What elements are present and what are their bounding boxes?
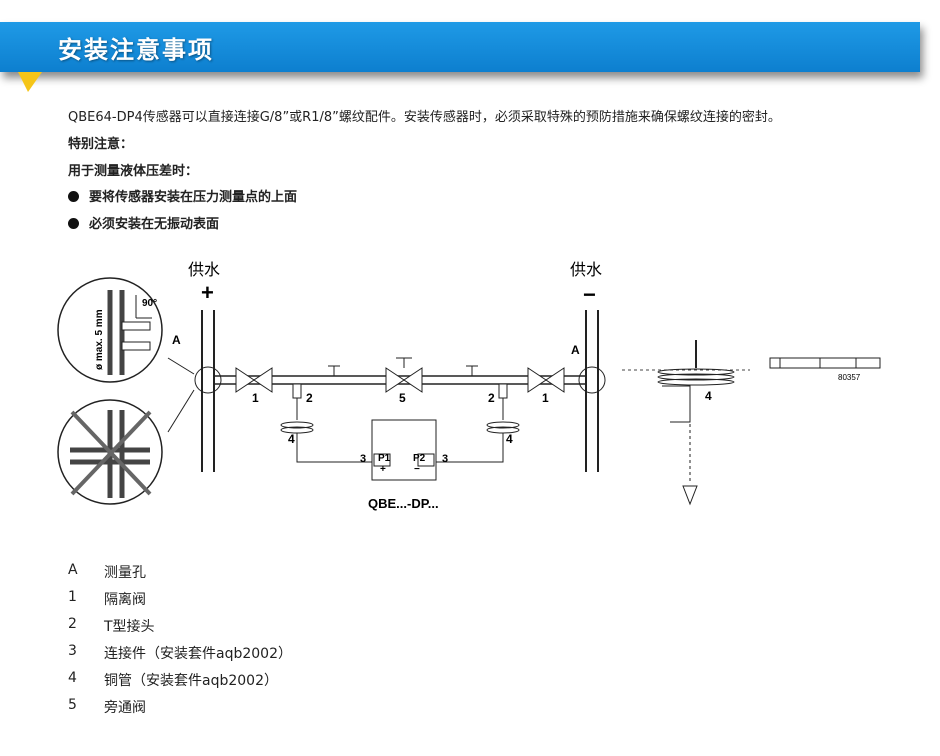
bullet-icon bbox=[68, 191, 79, 202]
legend: A 测量孔 1 隔离阀 2 T型接头 3 连接件（安装套件aqb2002） 4 … bbox=[68, 562, 292, 724]
minus-sign: − bbox=[583, 282, 596, 307]
legend-key: 5 bbox=[68, 697, 77, 713]
svg-text:2: 2 bbox=[306, 391, 313, 405]
coil-side-view: 4 bbox=[622, 340, 750, 506]
fluid-note: 用于测量液体压差时： bbox=[68, 164, 199, 179]
header-bar bbox=[0, 22, 920, 72]
bullet-text: 要将传感器安装在压力测量点的上面 bbox=[89, 190, 298, 205]
supply-left-label: 供水 bbox=[188, 261, 220, 279]
legend-text: 隔离阀 bbox=[104, 592, 146, 608]
figure-code: 80357 bbox=[838, 373, 861, 382]
supply-right-label: 供水 bbox=[570, 261, 602, 279]
valve-right: 1 bbox=[527, 367, 565, 405]
special-note: 特别注意： bbox=[68, 137, 134, 152]
legend-row: A 测量孔 bbox=[68, 562, 292, 589]
bullet-item: 必须安装在无振动表面 bbox=[68, 213, 219, 232]
svg-text:2: 2 bbox=[488, 391, 495, 405]
plus-sign: + bbox=[201, 280, 214, 305]
tee-left: 2 4 bbox=[280, 383, 374, 463]
legend-row: 4 铜管（安装套件aqb2002） bbox=[68, 670, 292, 697]
legend-row: 1 隔离阀 bbox=[68, 589, 292, 616]
device-label: QBE...-DP... bbox=[368, 496, 439, 511]
legend-text: T型接头 bbox=[104, 619, 155, 635]
svg-text:4: 4 bbox=[288, 432, 295, 446]
bullet-icon bbox=[68, 218, 79, 229]
dimension-label: ø max. 5 mm bbox=[94, 309, 105, 370]
installation-diagram: 90° ø max. 5 mm A 供水 + 供水 − A 1 5 bbox=[57, 261, 881, 511]
label-a: A bbox=[172, 333, 181, 347]
detail-incorrect bbox=[57, 399, 163, 505]
legend-key: 2 bbox=[68, 616, 77, 632]
svg-text:−: − bbox=[414, 464, 420, 475]
valve-left: 1 bbox=[235, 367, 273, 405]
spirit-level: 80357 bbox=[769, 357, 881, 382]
legend-row: 2 T型接头 bbox=[68, 616, 292, 643]
section-header: 安装注意事项 bbox=[0, 22, 930, 92]
page-title: 安装注意事项 bbox=[58, 36, 214, 64]
svg-text:5: 5 bbox=[399, 391, 406, 405]
detail-correct: 90° ø max. 5 mm A bbox=[57, 277, 181, 383]
svg-text:+: + bbox=[380, 464, 386, 475]
legend-key: 3 bbox=[68, 643, 77, 659]
angle-label: 90° bbox=[142, 298, 157, 309]
svg-text:3: 3 bbox=[360, 453, 366, 465]
header-accent-triangle bbox=[18, 72, 42, 92]
intro-text: QBE64-DP4传感器可以直接连接G/8”或R1/8”螺纹配件。安装传感器时，… bbox=[68, 110, 781, 125]
legend-key: 4 bbox=[68, 670, 77, 686]
legend-text: 旁通阀 bbox=[104, 700, 146, 716]
valve-bypass: 5 bbox=[385, 357, 423, 405]
pressure-sensor: P1 P2 + − 3 3 QBE...-DP... bbox=[360, 419, 448, 511]
legend-key: A bbox=[68, 562, 78, 578]
bullet-item: 要将传感器安装在压力测量点的上面 bbox=[68, 186, 297, 205]
bullet-text: 必须安装在无振动表面 bbox=[89, 217, 220, 232]
legend-row: 3 连接件（安装套件aqb2002） bbox=[68, 643, 292, 670]
svg-text:3: 3 bbox=[442, 453, 448, 465]
svg-text:4: 4 bbox=[705, 389, 712, 403]
tee-right: 2 4 bbox=[432, 383, 520, 463]
svg-text:1: 1 bbox=[252, 391, 259, 405]
legend-text: 测量孔 bbox=[104, 565, 146, 581]
svg-text:P2: P2 bbox=[413, 453, 426, 464]
label-a: A bbox=[571, 343, 580, 357]
legend-row: 5 旁通阀 bbox=[68, 697, 292, 724]
legend-text: 连接件（安装套件aqb2002） bbox=[104, 646, 292, 662]
svg-text:4: 4 bbox=[506, 432, 513, 446]
legend-key: 1 bbox=[68, 589, 77, 605]
legend-text: 铜管（安装套件aqb2002） bbox=[104, 673, 278, 689]
svg-text:P1: P1 bbox=[378, 453, 391, 464]
svg-text:1: 1 bbox=[542, 391, 549, 405]
